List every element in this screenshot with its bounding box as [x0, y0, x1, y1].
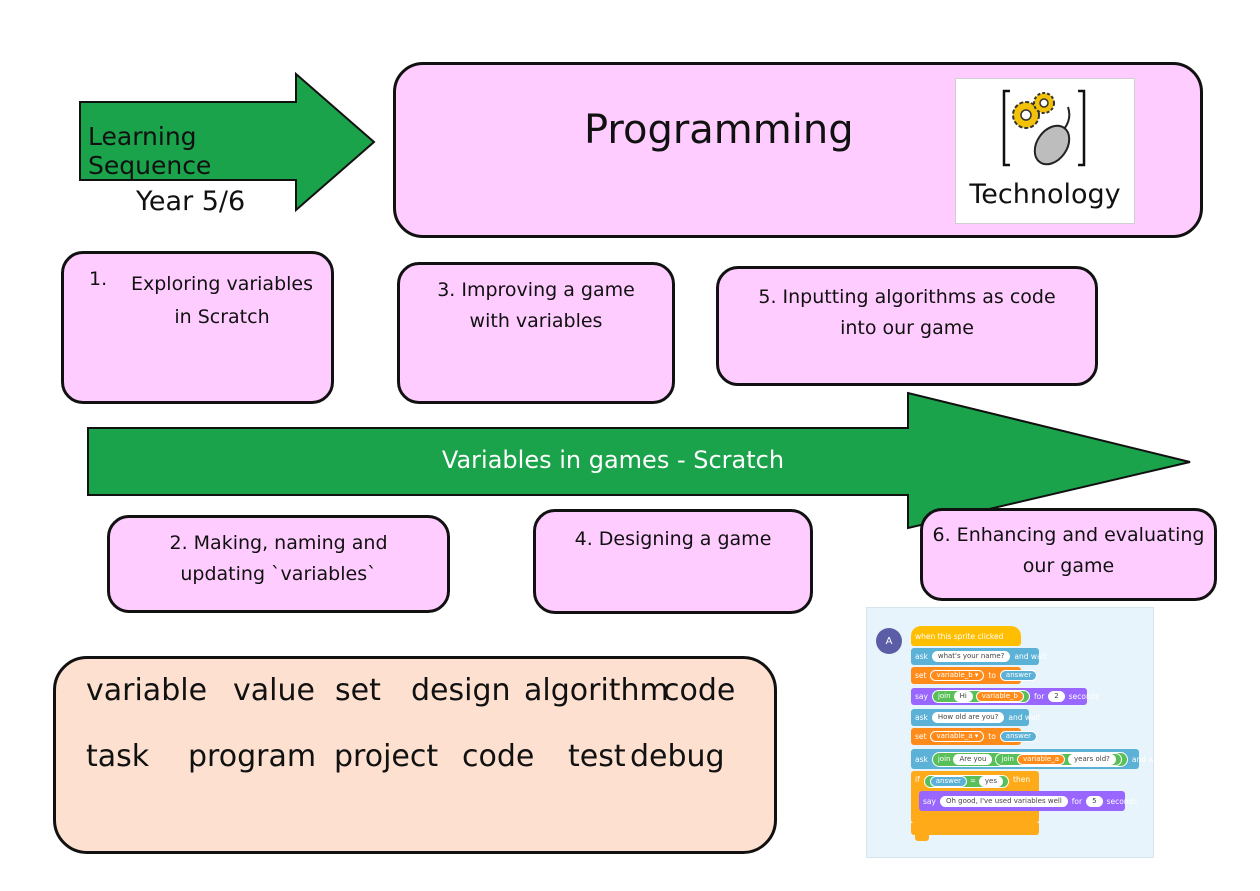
answer-reporter: answer: [999, 670, 1038, 681]
seconds-value: 5: [1086, 795, 1103, 807]
lesson-card-2: 2. Making, naming and updating `variable…: [107, 515, 450, 613]
vocab-word: debug: [630, 739, 725, 774]
join-label: join: [1001, 754, 1014, 763]
vocab-word: set: [335, 673, 381, 708]
for-label: for: [1033, 692, 1045, 701]
seconds-value: 2: [1048, 691, 1065, 702]
if-block-tail: [915, 835, 929, 841]
answer-reporter: answer: [999, 731, 1038, 742]
variable-reporter: variable_b: [975, 691, 1024, 702]
join-label: join: [937, 754, 951, 763]
join-reporter: join variable_a years old?: [995, 752, 1122, 766]
vocab-word: test: [568, 739, 626, 774]
lesson-card-1: 1. Exploring variables in Scratch: [61, 251, 334, 404]
and-wait-label: and wait: [1008, 713, 1041, 722]
ask-label: ask: [915, 754, 928, 764]
equals-operator: answer = yes: [923, 775, 1010, 788]
say-label: say: [915, 692, 928, 701]
set-block: set variable_a ▾ to answer: [911, 728, 1038, 745]
vocab-word: code: [462, 739, 535, 774]
join-reporter: join Are you join variable_a years old?: [931, 751, 1128, 767]
ask-label: ask: [915, 713, 928, 722]
to-label: to: [988, 671, 996, 680]
lesson-6-text: 6. Enhancing and evaluating our game: [932, 524, 1205, 577]
hat-block: when this sprite clicked: [911, 626, 1021, 646]
unit-label: Variables in games - Scratch: [441, 446, 785, 474]
vocab-word: variable: [86, 673, 208, 708]
vocab-word: value: [233, 673, 315, 708]
lesson-1-number: 1.: [89, 268, 108, 290]
page-title: Programming: [584, 107, 854, 153]
ask-block: ask How old are you? and wait: [911, 709, 1041, 726]
if-block-footer: [911, 823, 1039, 835]
set-block: set variable_b ▾ to answer: [911, 667, 1038, 684]
ask-label: ask: [915, 652, 928, 661]
unit-arrow: [87, 391, 1191, 530]
say-label: say: [923, 796, 936, 806]
variable-dropdown: variable_b ▾: [930, 670, 985, 681]
and-wait-label: and wait: [1014, 652, 1047, 661]
lesson-3-text: 3. Improving a game with variables: [437, 279, 635, 332]
say-for-block: say Oh good, I've used variables well fo…: [919, 791, 1137, 811]
variable-dropdown: variable_a ▾: [930, 731, 985, 742]
lesson-1-text: Exploring variables in Scratch: [131, 273, 313, 328]
title-panel: Programming Technology: [393, 62, 1203, 238]
for-label: for: [1071, 796, 1083, 806]
technology-badge: Technology: [955, 78, 1135, 224]
seconds-label: seconds: [1106, 796, 1138, 806]
seconds-label: seconds: [1068, 692, 1100, 701]
lesson-4-text: 4. Designing a game: [574, 528, 772, 550]
vocab-word: algorithm: [524, 673, 669, 708]
join-text: years old?: [1068, 753, 1116, 765]
vocab-word: code: [663, 673, 736, 708]
then-label: then: [1013, 775, 1031, 784]
lesson-card-3: 3. Improving a game with variables: [397, 262, 675, 404]
join-text: Hi: [953, 691, 973, 702]
equals-label: =: [970, 777, 976, 785]
scratch-code-screenshot: A when this sprite clicked ask what's yo…: [866, 607, 1154, 858]
ask-question: what's your name?: [931, 651, 1011, 662]
hat-block-label: when this sprite clicked: [915, 631, 1004, 641]
gears-mouse-icon: [1002, 89, 1086, 167]
vocab-word: design: [411, 673, 511, 708]
lesson-5-text: 5. Inputting algorithms as code into our…: [758, 286, 1056, 339]
set-label: set: [915, 671, 927, 680]
ask-question: How old are you?: [931, 712, 1005, 723]
and-wait-label: and wait: [1131, 754, 1154, 764]
vocab-word: task: [86, 739, 150, 774]
vocab-word: project: [334, 739, 439, 774]
technology-label: Technology: [969, 179, 1121, 210]
lesson-card-6: 6. Enhancing and evaluating our game: [920, 508, 1217, 601]
ask-block: ask what's your name? and wait: [911, 648, 1047, 665]
join-reporter: join Hi variable_b: [931, 690, 1030, 703]
learning-sequence-arrow: [79, 72, 376, 212]
to-label: to: [988, 732, 996, 741]
year-label: Year 5/6: [136, 186, 246, 217]
lesson-card-5: 5. Inputting algorithms as code into our…: [716, 266, 1098, 386]
equals-value: yes: [978, 776, 1004, 787]
join-text: Are you: [953, 753, 993, 765]
set-label: set: [915, 732, 927, 741]
sprite-avatar: A: [876, 628, 902, 654]
variable-reporter: variable_a: [1016, 753, 1066, 765]
lesson-card-4: 4. Designing a game: [533, 509, 813, 614]
sprite-avatar-letter: A: [885, 635, 893, 647]
answer-reporter: answer: [929, 776, 968, 787]
lesson-2-text: 2. Making, naming and updating `variable…: [169, 532, 388, 585]
if-label: if: [915, 775, 920, 784]
vocab-word: program: [188, 739, 317, 774]
say-for-block: say join Hi variable_b for 2 seconds: [911, 688, 1099, 705]
ask-join-block: ask join Are you join variable_a years o…: [911, 749, 1153, 769]
learning-sequence-label: Learning Sequence: [88, 122, 212, 180]
say-text: Oh good, I've used variables well: [939, 795, 1068, 807]
vocabulary-panel: variable value set design algorithm code…: [53, 656, 777, 854]
join-label: join: [937, 692, 951, 700]
